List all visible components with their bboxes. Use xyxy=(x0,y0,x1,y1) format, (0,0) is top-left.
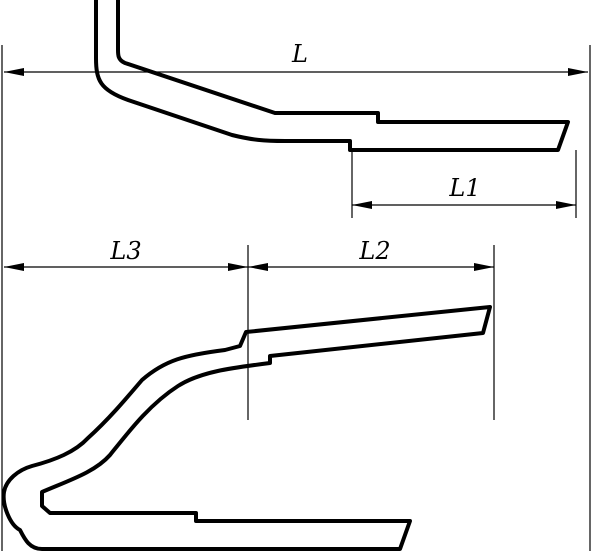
arrowhead-l1-left xyxy=(352,201,372,209)
arrowhead-l1-right xyxy=(556,201,576,209)
arrowhead-l-left xyxy=(4,68,24,76)
label-l3: L3 xyxy=(109,237,141,265)
arrowhead-l3-right xyxy=(228,263,248,271)
dimension-l1: L1 xyxy=(352,174,576,209)
label-l2: L2 xyxy=(358,237,390,265)
arrowhead-l-right xyxy=(568,68,588,76)
arrowhead-l3-left xyxy=(4,263,24,271)
label-l: L xyxy=(291,40,308,68)
dimension-l2: L2 xyxy=(248,237,494,271)
arrowhead-l2-right xyxy=(474,263,494,271)
dimension-l3: L3 xyxy=(4,237,248,271)
dimension-l: L xyxy=(4,40,588,76)
arrowhead-l2-left xyxy=(248,263,268,271)
bottom-part-profile xyxy=(1,305,492,551)
label-l1: L1 xyxy=(448,174,480,202)
top-part-profile xyxy=(94,0,570,152)
